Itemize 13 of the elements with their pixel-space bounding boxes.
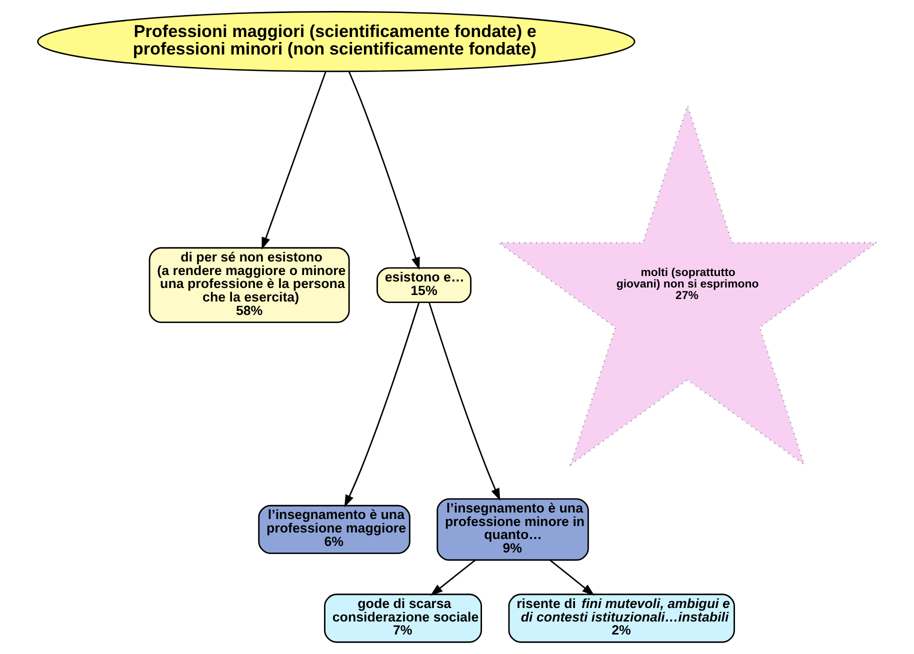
- node-box: esistono e… 15%: [376, 267, 472, 303]
- arrow: [344, 302, 420, 508]
- node-box: l’insegnamento è una professione minore in quanto… 9%: [436, 498, 589, 561]
- node-box: risente di fini mutevoli, ambigui e di contesti istituzionali…instabili 2%: [508, 594, 735, 643]
- node-box: di per sé non esistono (a rendere maggiore o minore una professione è la persona che la esercita) 58%: [148, 247, 350, 324]
- arrow: [430, 560, 476, 596]
- arrow: [348, 70, 420, 270]
- arrow: [549, 560, 595, 596]
- arrow: [428, 302, 500, 501]
- node-box: l’insegnamento è una professione maggiore 6%: [258, 504, 410, 554]
- node-ellipse: Professioni maggiori (scientificamente fondate) e professioni minori (non scientificamente fondate): [37, 11, 636, 72]
- arrow: [262, 71, 326, 250]
- node-box: gode di scarsa considerazione sociale 7%: [324, 594, 482, 643]
